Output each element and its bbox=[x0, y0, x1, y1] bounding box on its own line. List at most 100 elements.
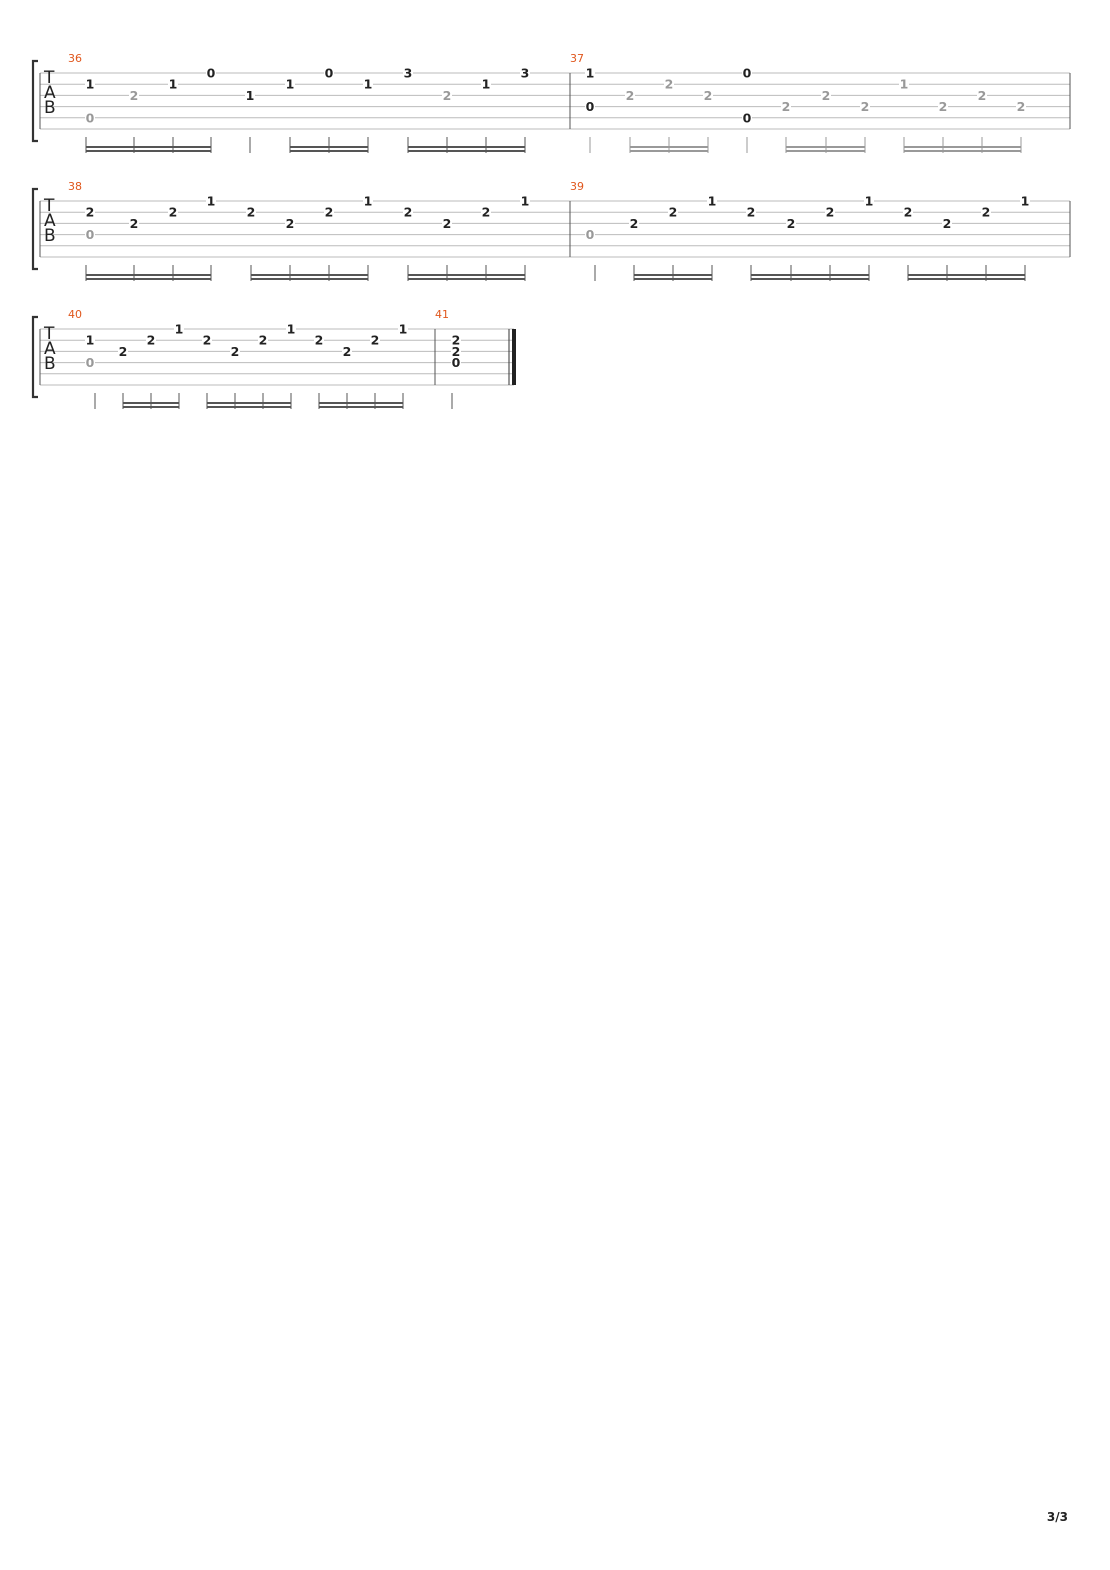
beam bbox=[904, 150, 1021, 152]
measure-number: 36 bbox=[68, 52, 82, 65]
beam bbox=[86, 278, 211, 280]
fret-bg bbox=[286, 324, 296, 336]
fret-number: 2 bbox=[904, 205, 913, 220]
fret-number: 2 bbox=[404, 205, 413, 220]
measure-number: 39 bbox=[570, 180, 584, 193]
fret-bg bbox=[1016, 102, 1026, 114]
system-bracket bbox=[31, 315, 38, 399]
fret-bg bbox=[246, 207, 256, 219]
fret-number: 1 bbox=[86, 333, 95, 348]
tab-clef-letter: T bbox=[43, 196, 55, 216]
fret-bg bbox=[285, 79, 295, 91]
fret-bg bbox=[85, 230, 95, 242]
fret-bg bbox=[245, 90, 255, 102]
fret-number: 2 bbox=[371, 333, 380, 348]
system-bracket bbox=[31, 187, 38, 271]
fret-number: 2 bbox=[343, 344, 352, 359]
system-bracket bbox=[31, 59, 38, 143]
fret-bg bbox=[118, 346, 128, 358]
fret-bg bbox=[202, 335, 212, 347]
fret-bg bbox=[230, 346, 240, 358]
fret-number: 3 bbox=[521, 66, 530, 81]
fret-number: 1 bbox=[287, 322, 296, 337]
fret-bg bbox=[324, 207, 334, 219]
beam bbox=[630, 150, 708, 152]
fret-number: 1 bbox=[207, 194, 216, 209]
fret-bg bbox=[742, 113, 752, 125]
fret-number: 1 bbox=[399, 322, 408, 337]
fret-number: 2 bbox=[669, 205, 678, 220]
fret-bg bbox=[625, 90, 635, 102]
fret-number: 2 bbox=[1017, 99, 1026, 114]
fret-number: 0 bbox=[86, 110, 95, 125]
fret-number: 1 bbox=[900, 77, 909, 92]
measure-number: 41 bbox=[435, 308, 449, 321]
fret-bg bbox=[451, 346, 461, 358]
fret-number: 3 bbox=[404, 66, 413, 81]
tab-clef-letter: A bbox=[44, 211, 56, 231]
fret-bg bbox=[781, 102, 791, 114]
fret-number: 2 bbox=[325, 205, 334, 220]
fret-bg bbox=[370, 335, 380, 347]
fret-bg bbox=[942, 218, 952, 230]
fret-bg bbox=[629, 218, 639, 230]
fret-bg bbox=[585, 68, 595, 80]
fret-number: 1 bbox=[1021, 194, 1030, 209]
fret-number: 2 bbox=[787, 216, 796, 231]
fret-bg bbox=[786, 218, 796, 230]
beam bbox=[290, 146, 368, 148]
beam bbox=[207, 406, 291, 408]
fret-number: 0 bbox=[743, 66, 752, 81]
fret-number: 2 bbox=[626, 88, 635, 103]
fret-bg bbox=[146, 335, 156, 347]
fret-number: 2 bbox=[665, 77, 674, 92]
fret-bg bbox=[746, 207, 756, 219]
tab-clef-letter: T bbox=[43, 68, 55, 88]
tab-clef-letter: T bbox=[43, 324, 55, 344]
tab-clef-letter: B bbox=[44, 98, 56, 118]
fret-bg bbox=[668, 207, 678, 219]
fret-number: 1 bbox=[86, 77, 95, 92]
fret-bg bbox=[168, 79, 178, 91]
fret-bg bbox=[825, 207, 835, 219]
fret-bg bbox=[664, 79, 674, 91]
fret-bg bbox=[442, 218, 452, 230]
fret-number: 2 bbox=[259, 333, 268, 348]
fret-number: 0 bbox=[86, 355, 95, 370]
fret-bg bbox=[703, 90, 713, 102]
fret-number: 1 bbox=[482, 77, 491, 92]
fret-bg bbox=[363, 196, 373, 208]
fret-bg bbox=[85, 113, 95, 125]
beam bbox=[908, 274, 1025, 276]
fret-bg bbox=[129, 90, 139, 102]
fret-number: 2 bbox=[130, 216, 139, 231]
beam bbox=[86, 274, 211, 276]
fret-number: 1 bbox=[364, 194, 373, 209]
beam bbox=[408, 150, 525, 152]
measure-number: 40 bbox=[68, 308, 82, 321]
fret-number: 0 bbox=[586, 99, 595, 114]
measure-number: 38 bbox=[68, 180, 82, 193]
beam bbox=[86, 146, 211, 148]
fret-bg bbox=[903, 207, 913, 219]
fret-bg bbox=[324, 68, 334, 80]
fret-bg bbox=[742, 68, 752, 80]
fret-number: 2 bbox=[982, 205, 991, 220]
fret-bg bbox=[442, 90, 452, 102]
fret-bg bbox=[481, 79, 491, 91]
fret-bg bbox=[585, 102, 595, 114]
beam bbox=[251, 274, 368, 276]
fret-number: 1 bbox=[708, 194, 717, 209]
fret-number: 2 bbox=[943, 216, 952, 231]
fret-number: 2 bbox=[452, 333, 461, 348]
beam bbox=[904, 146, 1021, 148]
fret-number: 2 bbox=[482, 205, 491, 220]
fret-bg bbox=[168, 207, 178, 219]
fret-bg bbox=[977, 90, 987, 102]
fret-number: 1 bbox=[865, 194, 874, 209]
tab-clef-letter: A bbox=[44, 339, 56, 359]
fret-number: 2 bbox=[203, 333, 212, 348]
